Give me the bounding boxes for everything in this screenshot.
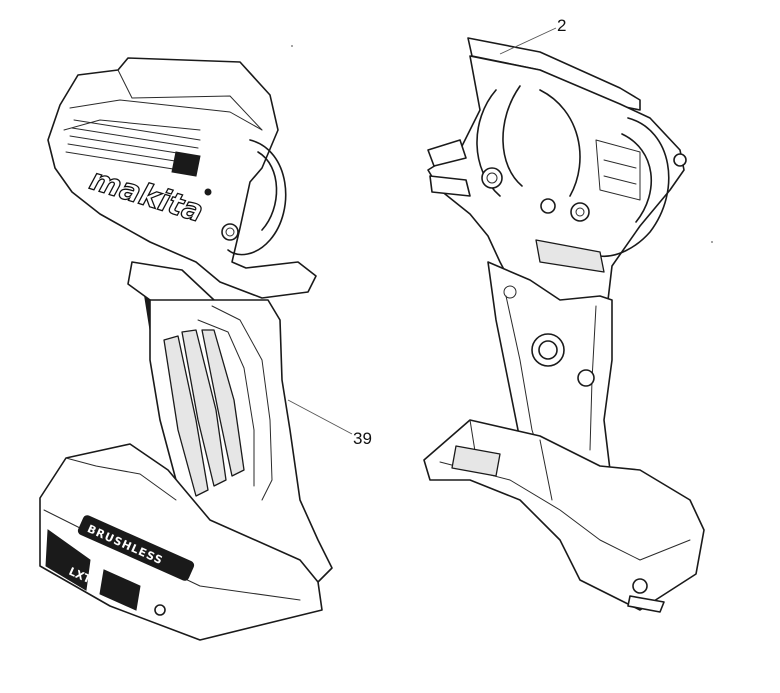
housing-inner-half xyxy=(423,37,705,613)
callout-part-2: 2 xyxy=(499,16,566,55)
housing-outer-half: makita BRUSHLESS LXT xyxy=(39,57,333,641)
vent-slots xyxy=(65,119,201,173)
callout-part-39: 39 xyxy=(287,399,372,448)
grip-ribs xyxy=(163,329,245,497)
callout-39-label: 39 xyxy=(353,429,372,448)
callout-2-label: 2 xyxy=(557,16,566,35)
speck xyxy=(291,45,293,47)
speck xyxy=(711,241,713,243)
